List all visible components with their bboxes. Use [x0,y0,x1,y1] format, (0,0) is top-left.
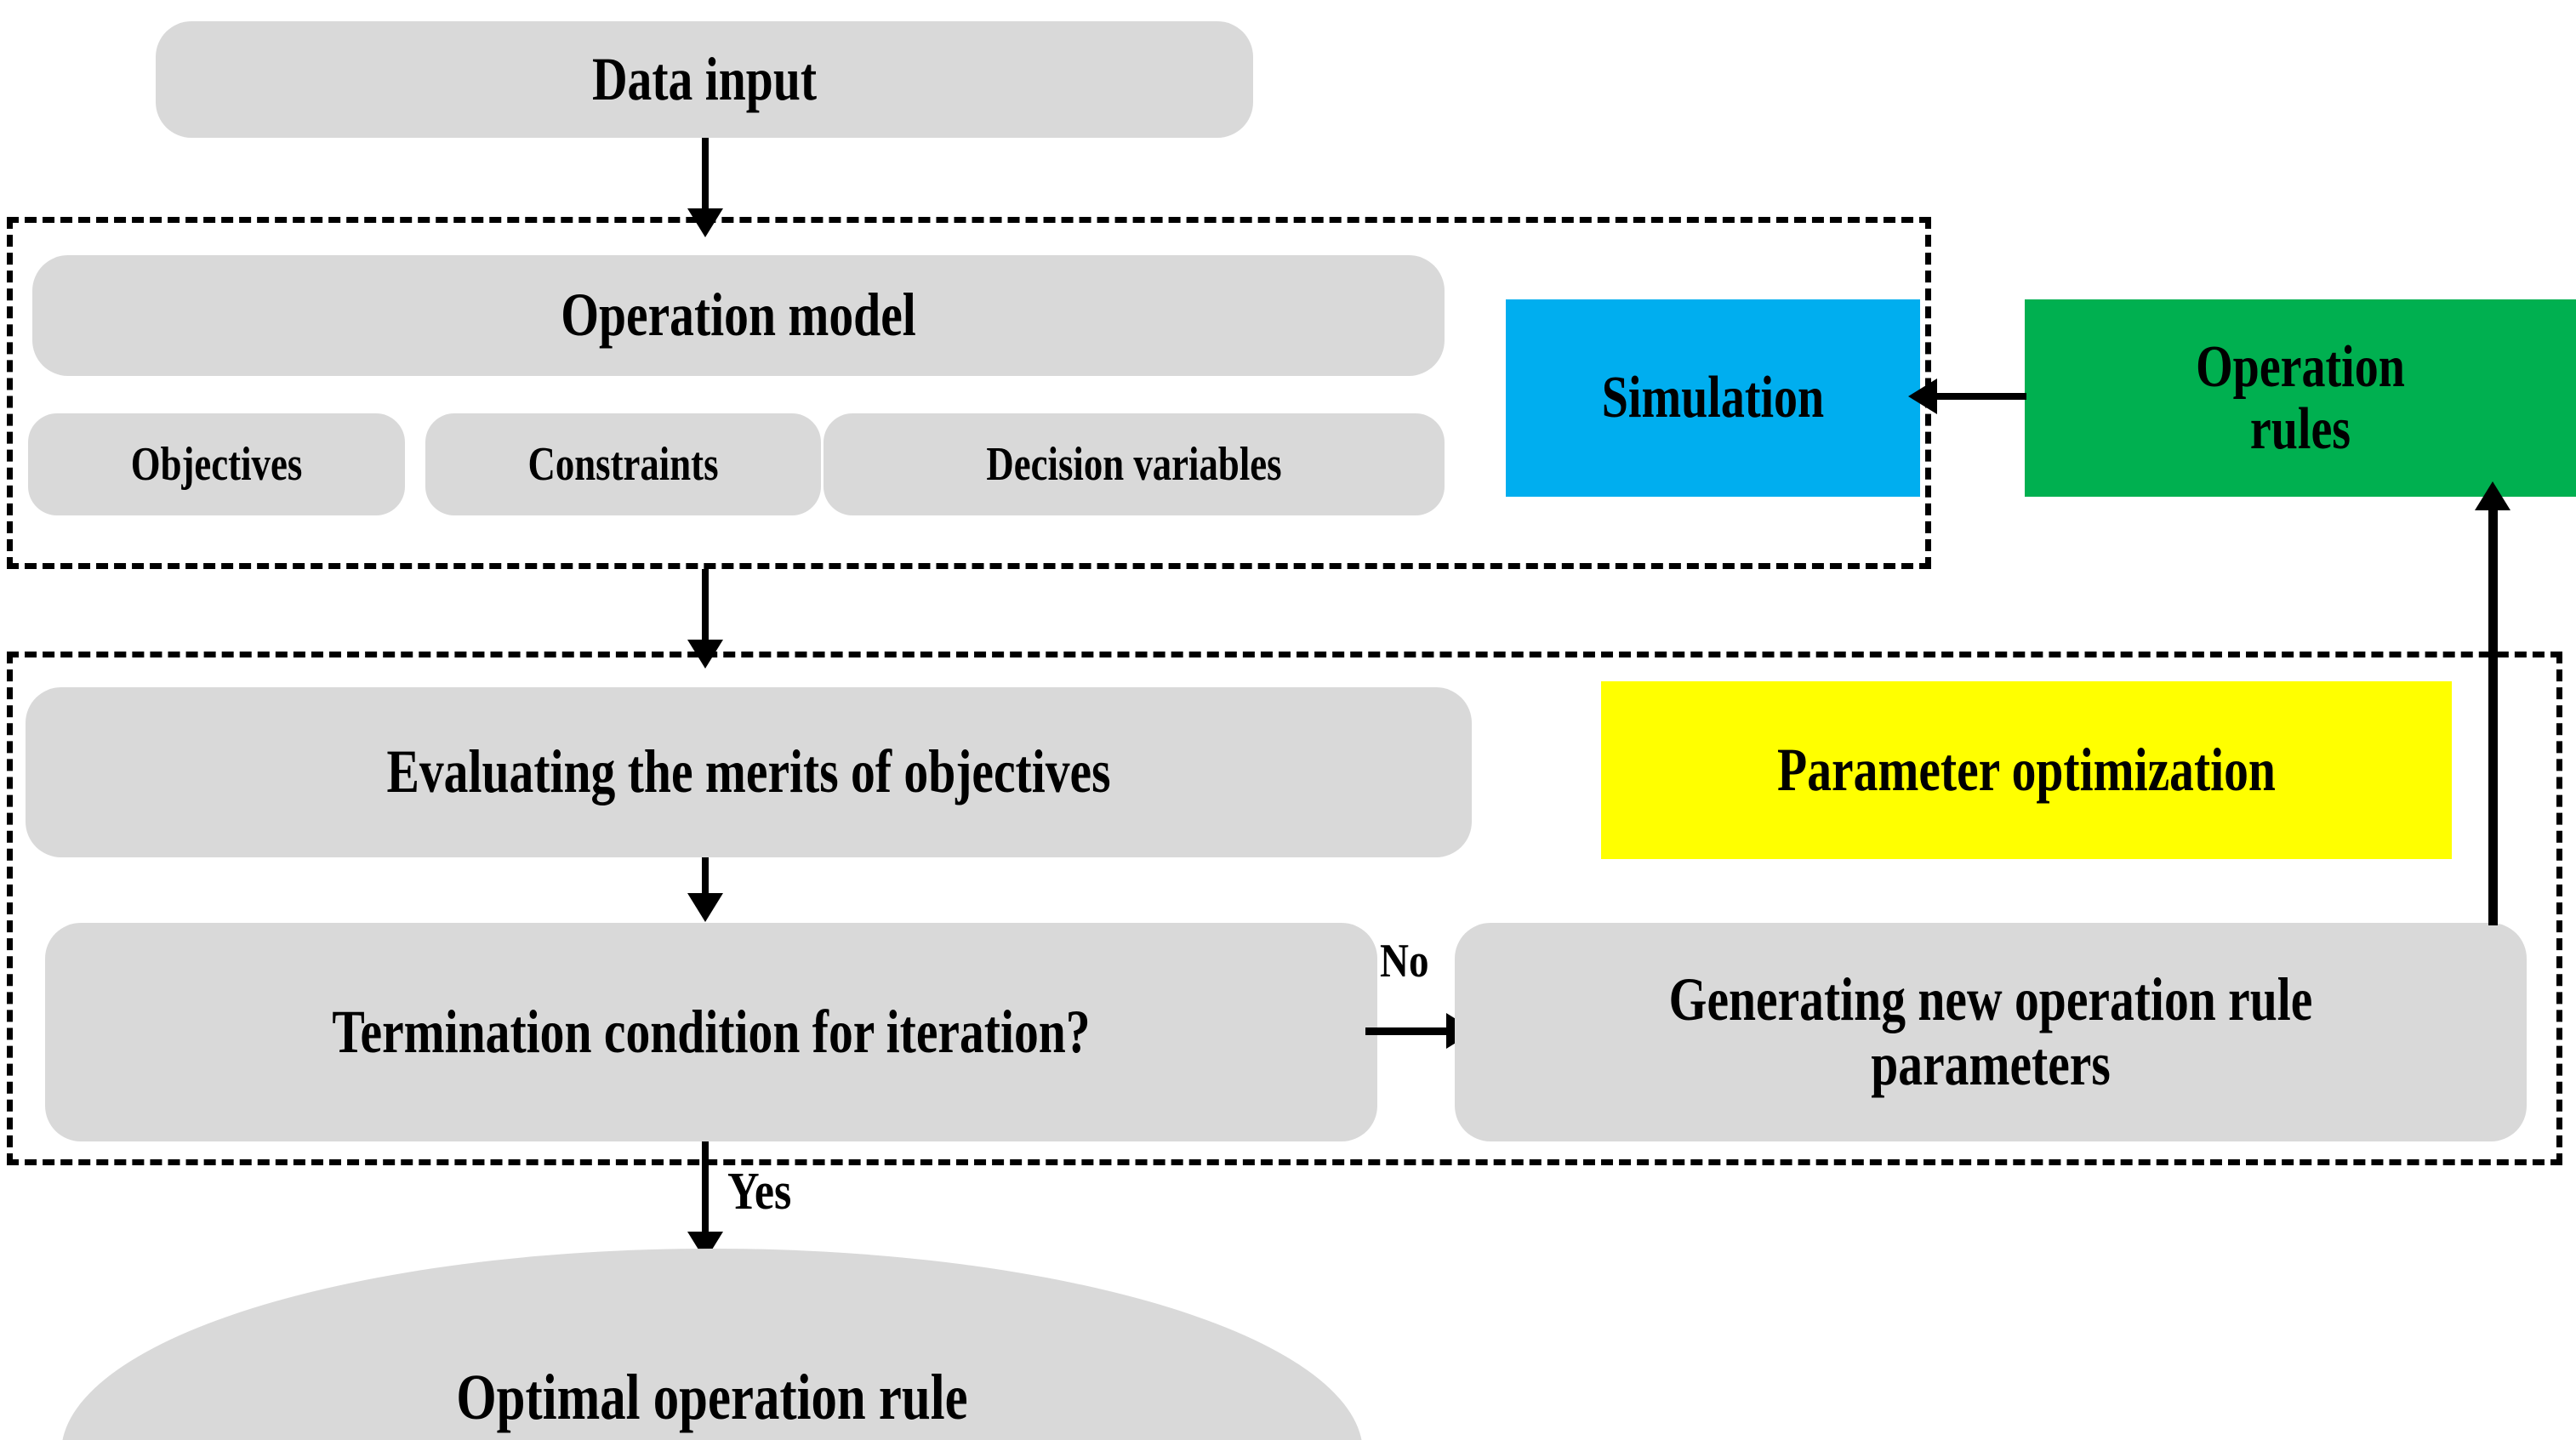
edge-generating-to-operation-rules [2488,507,2498,925]
node-parameter-optimization[interactable]: Parameter optimization [1601,681,2452,859]
node-operation-rules[interactable]: Operation rules [2025,299,2576,497]
node-evaluating-merits[interactable]: Evaluating the merits of objectives [26,687,1472,857]
node-data-input[interactable]: Data input [156,21,1253,138]
node-optimal-operation-rule-label: Optimal operation rule [456,1362,968,1434]
node-optimal-operation-rule[interactable]: Optimal operation rule [61,1249,1363,1440]
edge-label-yes: Yes [727,1162,804,1222]
edge-operation-rules-to-simulation [1933,393,2026,400]
edge-label-no-text: No [1380,935,1429,988]
edge-data-input-to-operation-model [702,138,709,214]
edge-operation-rules-to-simulation-arrowhead [1908,378,1937,414]
edge-label-no: No [1380,934,1438,988]
edge-operation-model-to-parameter-optimization-arrowhead [687,640,723,669]
node-termination-condition[interactable]: Termination condition for iteration? [45,923,1377,1141]
node-evaluating-merits-label: Evaluating the merits of objectives [386,737,1111,806]
node-decision-variables-label: Decision variables [986,437,1282,491]
edge-evaluating-to-termination [702,857,709,898]
edge-label-yes-text: Yes [727,1163,792,1221]
node-constraints[interactable]: Constraints [425,413,821,515]
edge-termination-to-optimal-rule [702,1141,709,1237]
node-operation-rules-label: Operation rules [2196,333,2405,462]
node-simulation[interactable]: Simulation [1506,299,1920,497]
parameter-optimization-group-boundary [7,652,2562,1165]
node-operation-model[interactable]: Operation model [32,255,1445,376]
edge-data-input-to-operation-model-arrowhead [687,208,723,237]
node-generating-parameters[interactable]: Generating new operation rule parameters [1455,923,2527,1141]
node-constraints-label: Constraints [527,437,719,491]
node-parameter-optimization-label: Parameter optimization [1777,735,2276,804]
node-operation-model-label: Operation model [561,281,916,350]
edge-generating-to-operation-rules-arrowhead [2475,481,2510,510]
edge-evaluating-to-termination-arrowhead [687,893,723,922]
node-simulation-label: Simulation [1601,365,1825,431]
edge-termination-to-generating [1365,1027,1456,1035]
node-termination-condition-label: Termination condition for iteration? [332,997,1091,1066]
node-objectives[interactable]: Objectives [28,413,405,515]
edge-operation-model-to-parameter-optimization [702,569,709,646]
node-data-input-label: Data input [591,44,818,113]
node-generating-parameters-label: Generating new operation rule parameters [1668,965,2313,1098]
node-objectives-label: Objectives [130,437,303,491]
node-decision-variables[interactable]: Decision variables [824,413,1445,515]
